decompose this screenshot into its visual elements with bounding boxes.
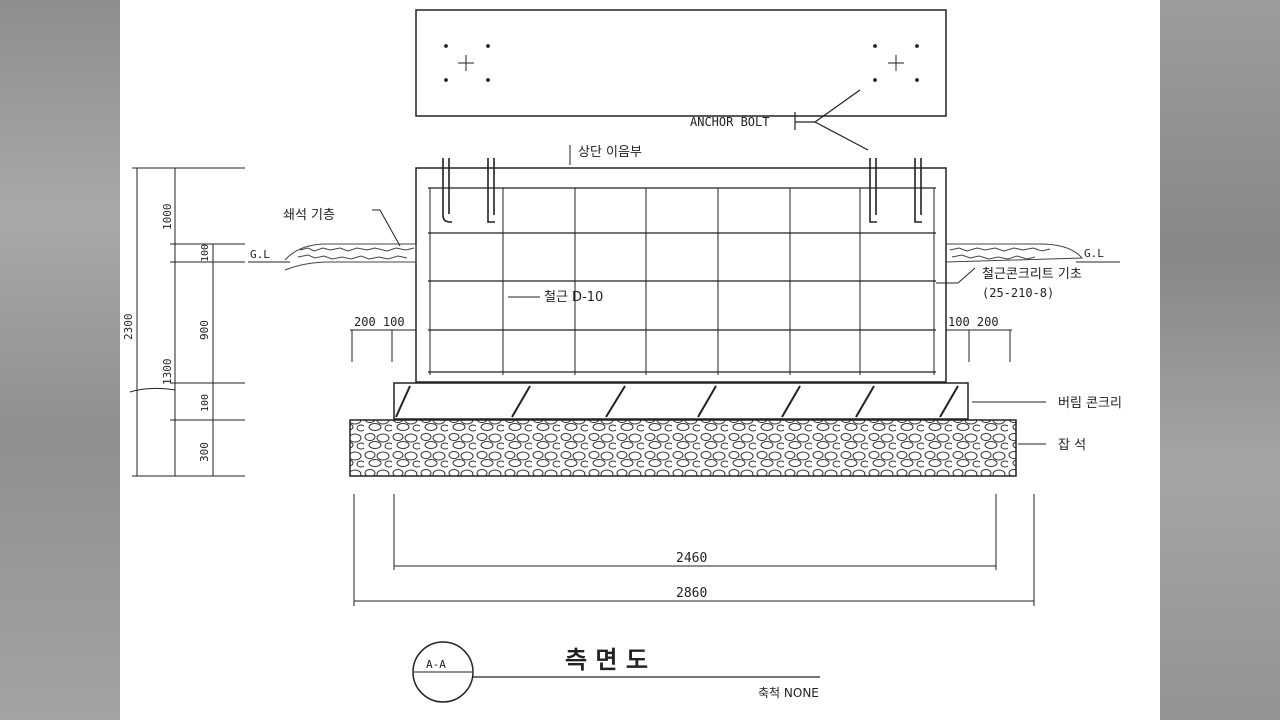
section-tag: A-A [426,658,446,671]
anchor-bolts [442,158,922,223]
crushed-stone-leader [372,209,401,247]
gl-left-label: G.L [250,248,270,261]
right-offset-text: 100 200 [948,315,999,329]
top-plate [415,9,947,117]
dim-outer-width: 2860 [676,586,707,601]
rebar-label: 철근 D-10 [544,290,603,305]
crushed-stone-label: 쇄석 기층 [283,208,335,223]
background-left [0,0,120,720]
rubble-layer [349,419,1017,477]
dim-900: 900 [198,320,211,340]
drawing-sheet [120,0,1160,720]
ground-left [284,243,417,271]
foundation-body [415,158,947,383]
section-tag-circle [412,641,474,703]
rc-foundation-label: 철근콘크리트 기초 [982,267,1082,282]
dim-100-a: 100 [200,244,211,262]
anchor-bolt-leader [794,89,869,151]
ground-right [945,243,1084,263]
left-offset-text: 200 100 [354,315,405,329]
anchor-bolt-label: ANCHOR BOLT [690,115,769,129]
top-joint-label: 상단 이음부 [578,145,642,160]
dim-1000: 1000 [161,204,174,231]
offset-dims-left: 200 100 [350,315,416,362]
scale-label: 축척 NONE [758,686,819,700]
anchor-pattern-left [444,44,490,82]
background-right [1160,0,1280,720]
dim-inner-width: 2460 [676,551,707,566]
rc-spec-label: (25-210-8) [982,286,1054,300]
gl-right-label: G.L [1084,247,1104,260]
dim-100-b: 100 [200,394,211,412]
dim-1300: 1300 [161,359,174,386]
dim-300: 300 [198,442,211,462]
lean-concrete-layer [393,382,969,420]
title-block [412,641,820,703]
lean-concrete-label: 버림 콘크리 [1058,396,1122,411]
vertical-dimensions [129,167,245,477]
rc-foundation-leader [936,267,976,284]
offset-dims-right: 100 200 [946,315,1012,362]
anchor-pattern-right [873,44,919,82]
dim-total-height: 2300 [122,314,135,341]
drawing-title: 측 면 도 [565,646,648,674]
bottom-dimensions [353,494,1035,606]
rubble-label: 잡 석 [1058,438,1086,453]
